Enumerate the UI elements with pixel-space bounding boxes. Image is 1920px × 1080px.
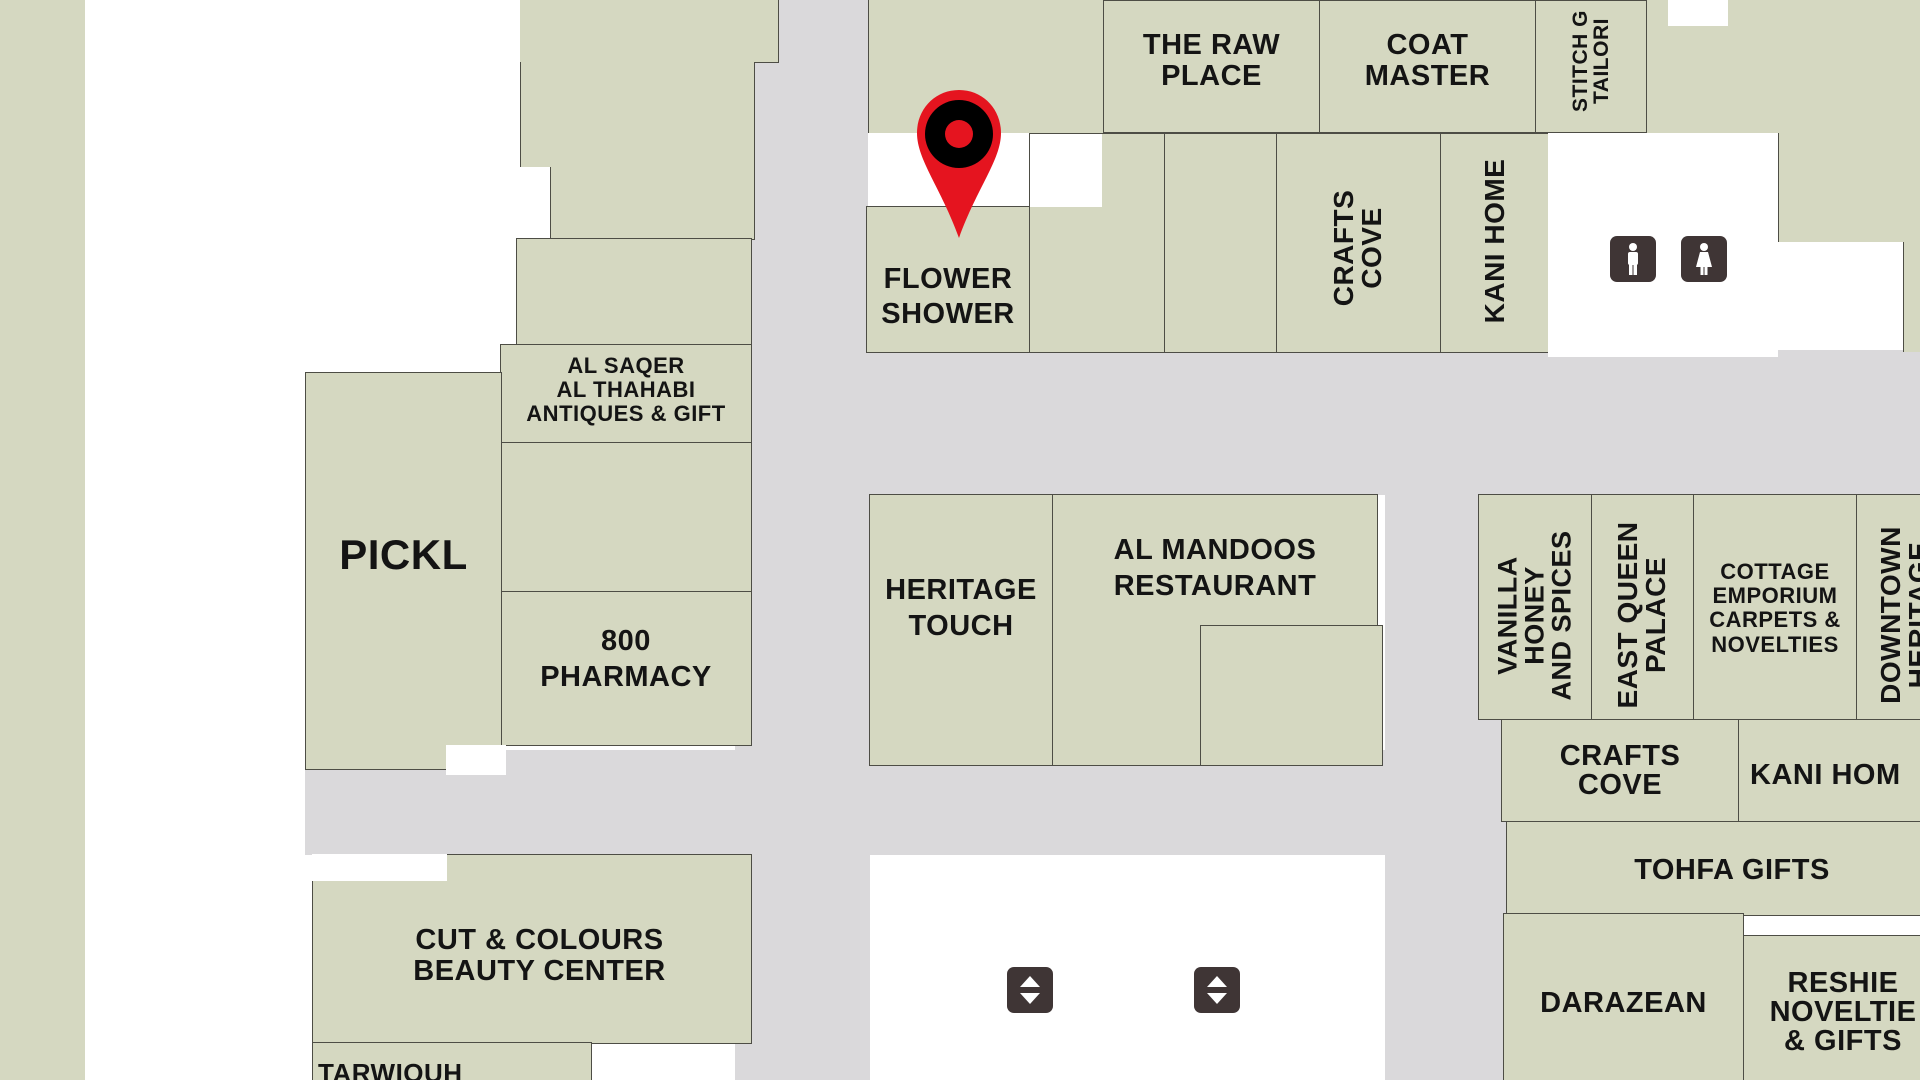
store-label-tohfa: TOHFA GIFTS bbox=[1634, 854, 1830, 886]
store-reshie-novelties[interactable] bbox=[1743, 935, 1920, 1080]
store-label-kani-home-top: KANI HOME bbox=[1479, 158, 1510, 324]
restroom-area bbox=[1548, 133, 1778, 357]
store-crafts-cove-top[interactable] bbox=[1276, 133, 1441, 353]
store-label-darazean: DARAZEAN bbox=[1540, 987, 1707, 1019]
store-label-crafts-cove-bottom: CRAFTS COVE bbox=[1559, 740, 1681, 801]
store-label-raw-place: THE RAW PLACE bbox=[1142, 29, 1281, 93]
store-label-al-saqer: AL SAQER AL THAHABI ANTIQUES & GIFT bbox=[526, 353, 726, 426]
store-label-downtown: DOWNTOWN HERITAGE bbox=[1875, 526, 1920, 704]
store-stitch[interactable] bbox=[1535, 0, 1647, 133]
unit-empty-5[interactable] bbox=[1200, 625, 1383, 766]
notch-pickl bbox=[446, 745, 506, 775]
store-label-reshie: RESHIE NOVELTIE & GIFTS bbox=[1769, 967, 1917, 1057]
store-label-cut-colours: CUT & COLOURS BEAUTY CENTER bbox=[413, 924, 666, 988]
store-cut-colours[interactable] bbox=[312, 854, 752, 1044]
store-label-pharmacy: 800 PHARMACY bbox=[540, 625, 712, 694]
unit-top-left bbox=[520, 0, 779, 63]
unit-empty-2[interactable] bbox=[500, 442, 752, 593]
store-pickl[interactable] bbox=[305, 372, 502, 770]
store-the-raw-place[interactable] bbox=[1103, 0, 1320, 133]
store-label-cottage: COTTAGE EMPORIUM CARPETS & NOVELTIES bbox=[1709, 559, 1841, 657]
store-label-pickl: PICKL bbox=[339, 531, 468, 578]
notch-cut-colours bbox=[312, 854, 447, 881]
store-coat-master[interactable] bbox=[1319, 0, 1536, 133]
store-al-saqer[interactable] bbox=[500, 344, 752, 444]
store-flower-shower[interactable] bbox=[866, 206, 1030, 353]
corridor-vertical-left-inner bbox=[780, 0, 870, 1080]
store-darazean[interactable] bbox=[1503, 913, 1744, 1080]
restroom-area-ext bbox=[1778, 242, 1903, 324]
store-label-coat-master: COAT MASTER bbox=[1364, 29, 1491, 93]
location-pin-icon[interactable] bbox=[913, 88, 1005, 240]
unit-right-2 bbox=[1778, 133, 1920, 243]
unit-right-edge bbox=[1903, 242, 1920, 352]
store-label-flower-shower: FLOWER SHOWER bbox=[881, 263, 1015, 330]
unit-empty-1[interactable] bbox=[516, 238, 752, 346]
corridor-horizontal-top bbox=[735, 350, 1920, 495]
store-label-vanilla: VANILLA HONEY AND SPICES bbox=[1492, 530, 1577, 701]
woman-restroom-icon[interactable] bbox=[1681, 236, 1727, 282]
elevator-icon[interactable] bbox=[1007, 967, 1053, 1013]
unit-top-left-3 bbox=[550, 167, 755, 240]
outer-wall-strip bbox=[0, 0, 85, 1080]
unit-top-left-2 bbox=[520, 62, 755, 167]
store-label-east-queen: EAST QUEEN PALACE bbox=[1612, 521, 1671, 709]
elevator-area bbox=[920, 906, 1331, 1080]
notch-top-right bbox=[1668, 0, 1728, 26]
store-downtown-heritage[interactable] bbox=[1856, 494, 1920, 720]
unit-empty-4[interactable] bbox=[1164, 133, 1277, 353]
elevator-icon-2[interactable] bbox=[1194, 967, 1240, 1013]
store-label-kani-home-bottom: KANI HOM bbox=[1750, 759, 1901, 791]
store-label-crafts-cove-top: CRAFTS COVE bbox=[1328, 189, 1387, 307]
man-restroom-icon[interactable] bbox=[1610, 236, 1656, 282]
store-tarwiquh[interactable] bbox=[312, 1042, 592, 1080]
store-label-tarwiquh: TARWIQUH bbox=[318, 1058, 463, 1080]
store-label-stitch: STITCH G TAILORI bbox=[1569, 10, 1613, 112]
store-label-al-mandoos: AL MANDOOS RESTAURANT bbox=[1113, 534, 1317, 603]
white-space-marker-2 bbox=[1030, 134, 1102, 207]
store-label-heritage-touch: HERITAGE TOUCH bbox=[885, 574, 1037, 643]
